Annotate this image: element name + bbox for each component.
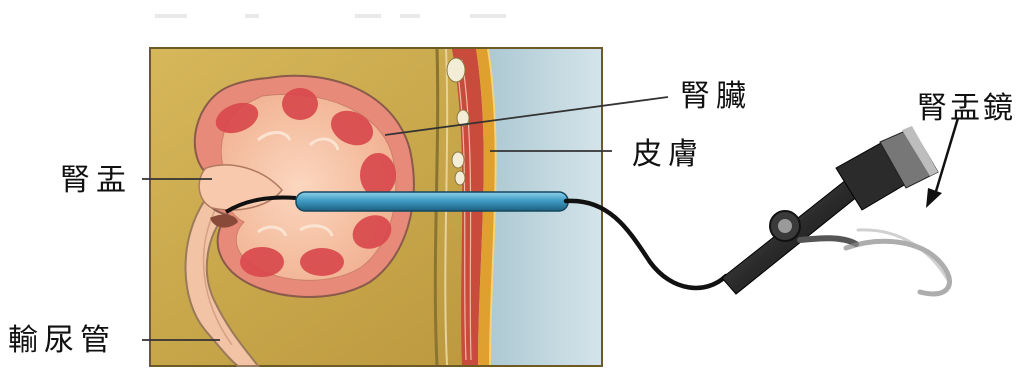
label-kidney: 腎臟 bbox=[680, 82, 752, 112]
label-ureter: 輸尿管 bbox=[8, 326, 116, 356]
label-skin: 皮膚 bbox=[632, 140, 704, 170]
nephroscope-device bbox=[722, 126, 950, 294]
label-nephroscope: 腎盂鏡 bbox=[917, 94, 1016, 124]
faint-header-text bbox=[155, 14, 506, 18]
kidney-shape bbox=[195, 76, 414, 297]
label-renal-pelvis: 腎盂 bbox=[60, 166, 132, 196]
